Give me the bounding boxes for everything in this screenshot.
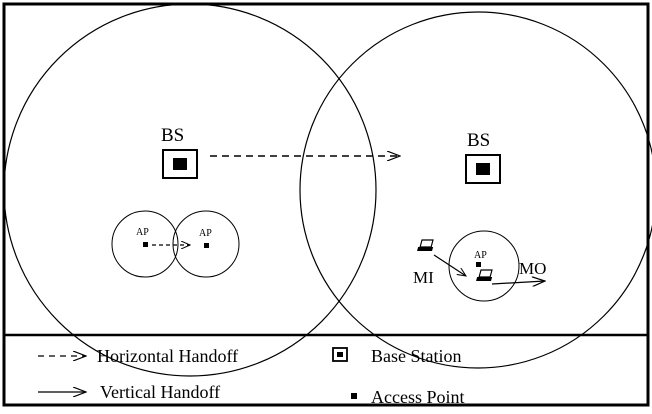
legend-base-station-label: Base Station bbox=[371, 346, 462, 366]
right-base-station-icon bbox=[465, 154, 501, 184]
legend-horizontal-handoff-label: Horizontal Handoff bbox=[97, 346, 238, 366]
mobile-out-label: MO bbox=[519, 259, 546, 278]
vertical-handoff-out-arrow bbox=[491, 281, 545, 284]
left-access-point-2 bbox=[204, 243, 209, 248]
laptop-mobile-in-icon bbox=[417, 239, 434, 251]
outer-frame bbox=[2, 2, 650, 407]
left-base-station-icon bbox=[162, 149, 198, 179]
right-access-point bbox=[476, 262, 481, 267]
legend-access-point-icon bbox=[351, 393, 357, 399]
left-macro-cell bbox=[3, 3, 377, 377]
left-bs-label: BS bbox=[161, 125, 184, 146]
right-bs-label: BS bbox=[467, 130, 490, 151]
vertical-handoff-in-arrow bbox=[433, 254, 466, 276]
laptop-mobile-out-icon bbox=[476, 269, 493, 281]
right-macro-cell bbox=[299, 11, 652, 369]
right-ap-cell bbox=[448, 230, 520, 302]
left-ap-label-2: AP bbox=[199, 228, 212, 239]
legend-vertical-handoff-label: Vertical Handoff bbox=[100, 382, 220, 402]
left-access-point-1 bbox=[143, 242, 148, 247]
left-ap-cell-1 bbox=[111, 210, 179, 278]
right-ap-label: AP bbox=[474, 250, 487, 261]
left-ap-cell-2 bbox=[172, 210, 240, 278]
legend: Horizontal Handoff Vertical Handoff Base… bbox=[38, 346, 465, 407]
left-ap-label-1: AP bbox=[136, 227, 149, 238]
legend-access-point-label: Access Point bbox=[371, 387, 465, 407]
legend-base-station-icon bbox=[332, 347, 348, 362]
mobile-in-label: MI bbox=[413, 268, 434, 287]
